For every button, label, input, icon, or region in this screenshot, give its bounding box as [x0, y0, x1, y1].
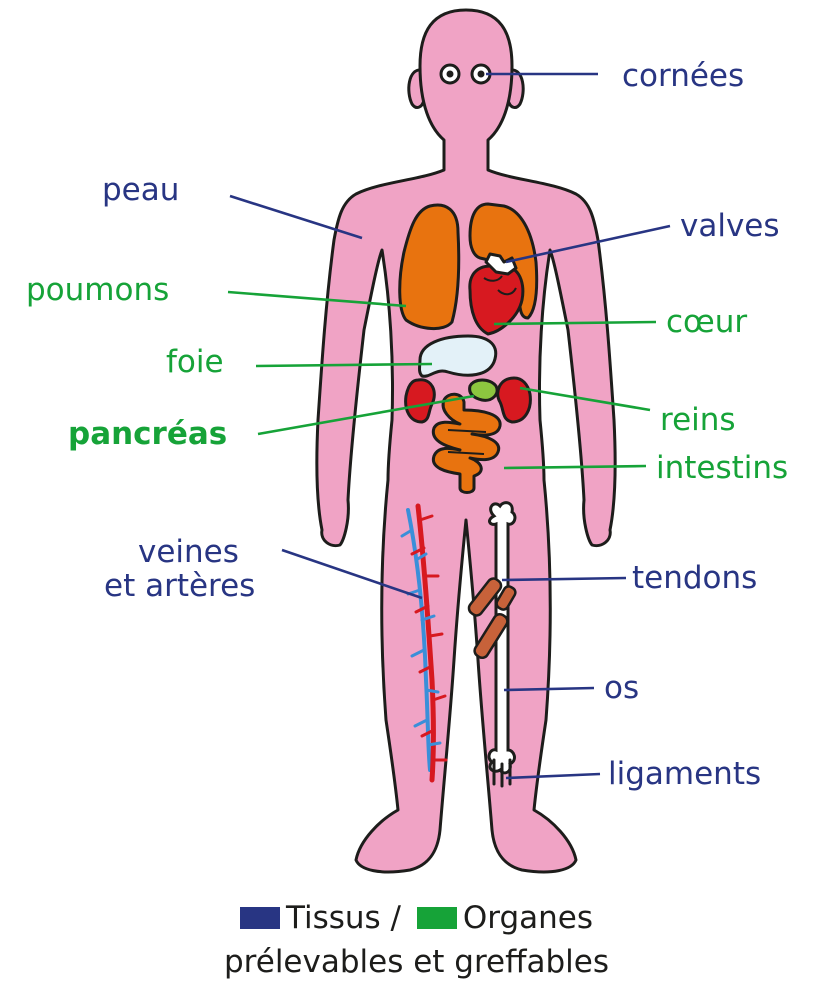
label-reins: reins — [660, 402, 736, 438]
label-intestins: intestins — [656, 450, 788, 486]
liver — [420, 336, 496, 376]
legend-caption: prélevables et greffables — [224, 944, 609, 980]
label-valves: valves — [680, 208, 780, 244]
legend-tissue-swatch — [240, 907, 280, 929]
label-ligaments: ligaments — [608, 756, 761, 792]
legend-line-2: prélevables et greffables — [0, 944, 833, 980]
label-veines-line1: veines — [138, 534, 239, 570]
label-os: os — [604, 670, 639, 706]
legend-organs: Organes — [463, 900, 593, 936]
legend-tissues: Tissus / — [286, 900, 401, 936]
label-veines-line2: et artères — [104, 568, 255, 604]
label-cornees: cornées — [622, 58, 744, 94]
label-peau: peau — [102, 172, 179, 208]
label-coeur: cœur — [666, 304, 747, 340]
label-poumons: poumons — [26, 272, 169, 308]
label-foie: foie — [166, 344, 224, 380]
label-pancreas: pancréas — [68, 416, 227, 452]
legend-line-1: Tissus / Organes — [0, 900, 833, 936]
legend-organ-swatch — [417, 907, 457, 929]
label-tendons: tendons — [632, 560, 757, 596]
